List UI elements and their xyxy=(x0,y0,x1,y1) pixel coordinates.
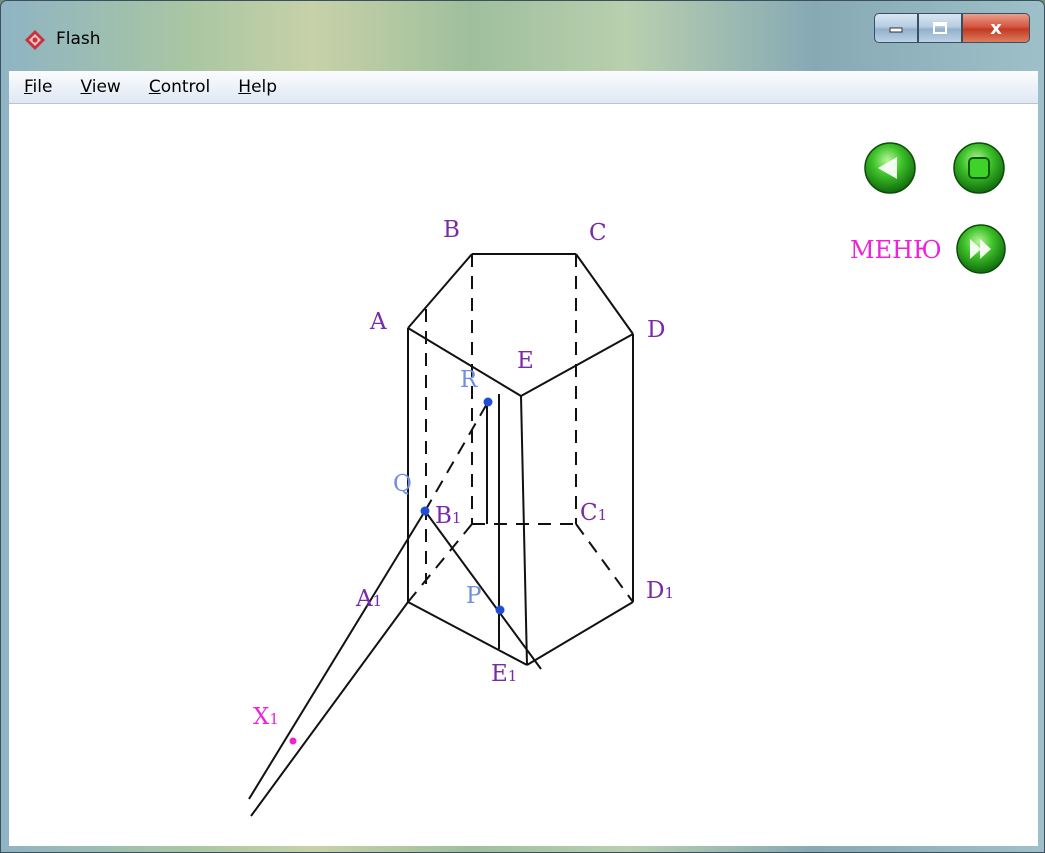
label-R: R xyxy=(460,367,478,393)
label-A: A xyxy=(369,309,387,335)
menu-file[interactable]: File xyxy=(24,77,53,97)
edge-E1D1 xyxy=(526,601,634,666)
label-D1-letter: D xyxy=(646,578,664,604)
label-E1-letter: E xyxy=(491,661,508,687)
edge-EE1 xyxy=(520,395,528,666)
edge-CD xyxy=(575,253,634,335)
close-icon: x xyxy=(990,17,1002,39)
label-B: B xyxy=(443,217,460,243)
point-P-dot xyxy=(495,605,505,615)
label-P: P xyxy=(466,583,481,609)
label-C1-letter: C xyxy=(580,500,598,526)
section-points xyxy=(289,397,505,745)
point-labels: R Q P X1 xyxy=(253,367,481,730)
construction-lines xyxy=(248,510,542,817)
prism-diagram: B C A D E B1 C1 A1 D1 E1 R Q P X1 xyxy=(248,142,1006,817)
label-X1-letter: X xyxy=(253,704,270,730)
menu-bar: File View Control Help xyxy=(9,71,1038,104)
prism-edges-visible xyxy=(407,253,634,666)
menu-link-label[interactable]: МЕНЮ xyxy=(850,236,942,264)
line-QR-hidden xyxy=(424,401,489,512)
label-E1-sub: 1 xyxy=(508,667,518,685)
flash-app-icon xyxy=(25,30,45,50)
minimize-button[interactable] xyxy=(874,13,918,43)
menu-view[interactable]: View xyxy=(80,77,121,97)
menu-help[interactable]: Help xyxy=(238,77,278,97)
label-Q: Q xyxy=(393,471,412,497)
edge-A1E1 xyxy=(407,601,528,666)
label-D: D xyxy=(647,317,665,343)
label-D1: D1 xyxy=(646,578,674,604)
label-X1-sub: 1 xyxy=(269,710,279,728)
menu-control[interactable]: Control xyxy=(148,77,211,97)
point-X1-dot xyxy=(289,737,297,745)
title-bar[interactable]: Flash x xyxy=(1,1,1044,63)
label-C: C xyxy=(589,220,607,246)
label-B1-letter: B xyxy=(435,503,452,529)
label-B1: B1 xyxy=(435,503,461,529)
window-title: Flash xyxy=(56,29,101,49)
line-Q-X1 xyxy=(248,510,426,800)
point-Q-dot xyxy=(420,506,430,516)
flash-stage: B C A D E B1 C1 A1 D1 E1 R Q P X1 xyxy=(9,104,1038,846)
menu-forward-button[interactable] xyxy=(956,224,1006,274)
close-button[interactable]: x xyxy=(962,13,1030,43)
vertex-labels: B C A D E B1 C1 A1 D1 E1 xyxy=(355,217,674,687)
fast-forward-icon xyxy=(970,239,991,259)
edge-AB xyxy=(407,253,473,329)
label-D1-sub: 1 xyxy=(664,584,674,602)
maximize-icon xyxy=(933,22,947,34)
window-controls: x xyxy=(874,13,1030,47)
label-E1: E1 xyxy=(491,661,517,687)
label-C1: C1 xyxy=(580,500,607,526)
label-A1-sub: 1 xyxy=(373,592,383,610)
label-X1: X1 xyxy=(253,704,279,730)
stop-button[interactable] xyxy=(953,142,1005,194)
edge-A1B1 xyxy=(407,523,473,603)
label-C1-sub: 1 xyxy=(598,506,608,524)
minimize-icon xyxy=(889,27,903,33)
prism-edges-hidden xyxy=(407,254,634,603)
maximize-button[interactable] xyxy=(918,13,962,43)
arrow-left-icon xyxy=(878,157,897,179)
stop-icon xyxy=(968,157,990,179)
line-A1-X1 xyxy=(250,601,409,817)
point-R-dot xyxy=(483,397,493,407)
label-A1: A1 xyxy=(355,586,382,612)
edge-C1D1 xyxy=(575,523,634,603)
label-E: E xyxy=(517,348,534,374)
label-A1-letter: A xyxy=(355,586,373,612)
label-B1-sub: 1 xyxy=(452,509,462,527)
back-button[interactable] xyxy=(864,142,916,194)
line-Q-P xyxy=(424,510,542,670)
